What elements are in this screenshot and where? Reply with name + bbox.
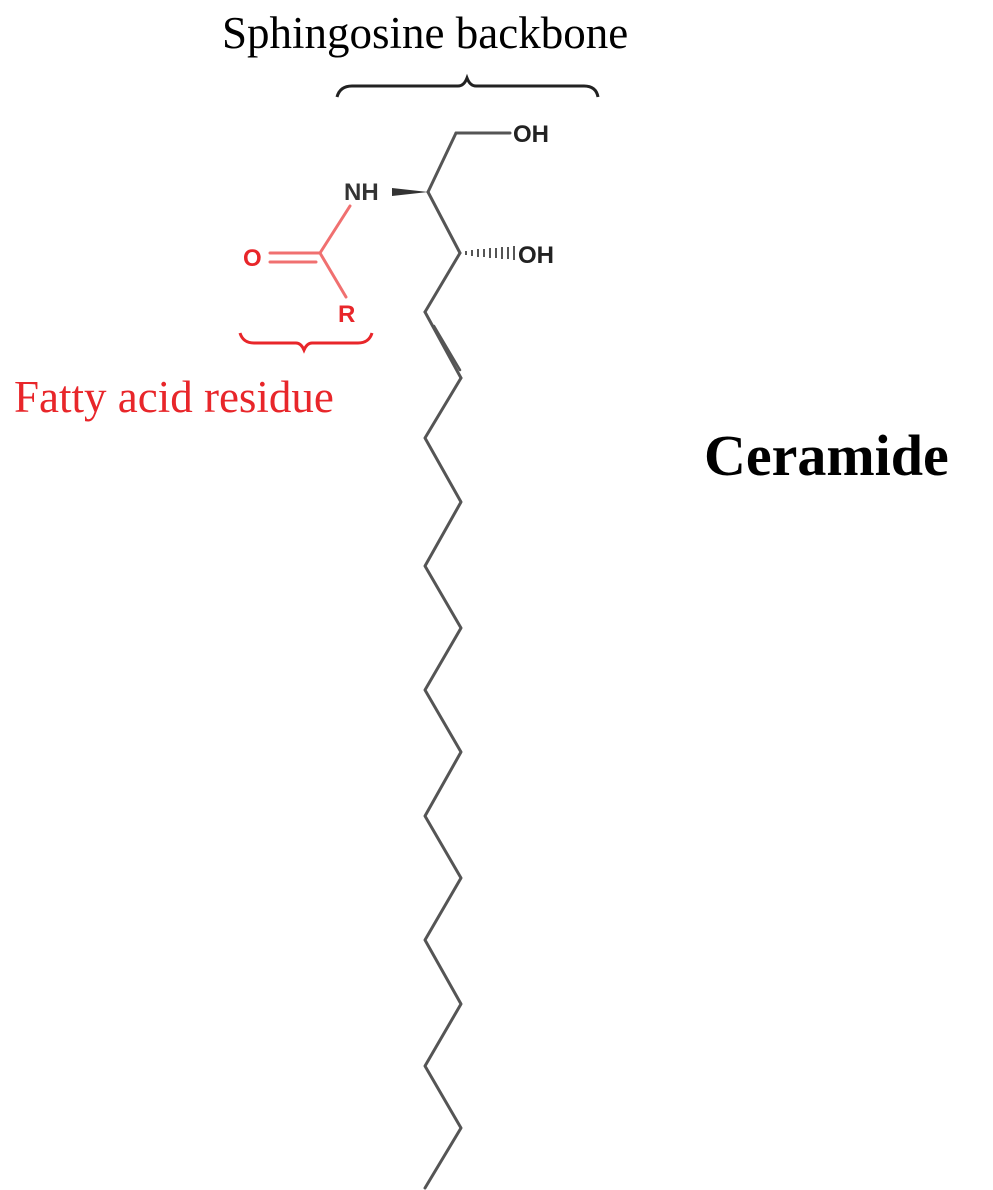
- oh-top-label: OH: [513, 121, 549, 148]
- sphingosine-skeleton: [423, 131, 512, 1190]
- r-label: R: [338, 301, 355, 328]
- nh-label: NH: [344, 179, 379, 206]
- bond-c2-c1: [426, 131, 458, 194]
- bond-c4-c5-double: [432, 324, 462, 372]
- sphingosine-backbone-label: Sphingosine backbone: [222, 8, 628, 58]
- oh-mid-label: OH: [518, 242, 554, 269]
- sphingosine-brace: [335, 73, 600, 98]
- hashed-bond-oh: [465, 246, 515, 260]
- fatty-acid-bonds: [268, 204, 352, 299]
- bond-nh-carbonyl: [318, 204, 352, 255]
- alkyl-tail: [423, 376, 463, 1190]
- fatty-acid-brace: [238, 332, 374, 354]
- bond-c2-c3: [426, 190, 462, 255]
- bond-c4-c5: [423, 310, 463, 380]
- ceramide-title: Ceramide: [704, 423, 949, 488]
- wedge-bond-nh: [392, 188, 428, 196]
- bond-carbonyl-r: [318, 251, 348, 299]
- o-label: O: [243, 245, 262, 272]
- fatty-acid-residue-label: Fatty acid residue: [14, 372, 334, 422]
- bond-c3-c4: [423, 251, 462, 314]
